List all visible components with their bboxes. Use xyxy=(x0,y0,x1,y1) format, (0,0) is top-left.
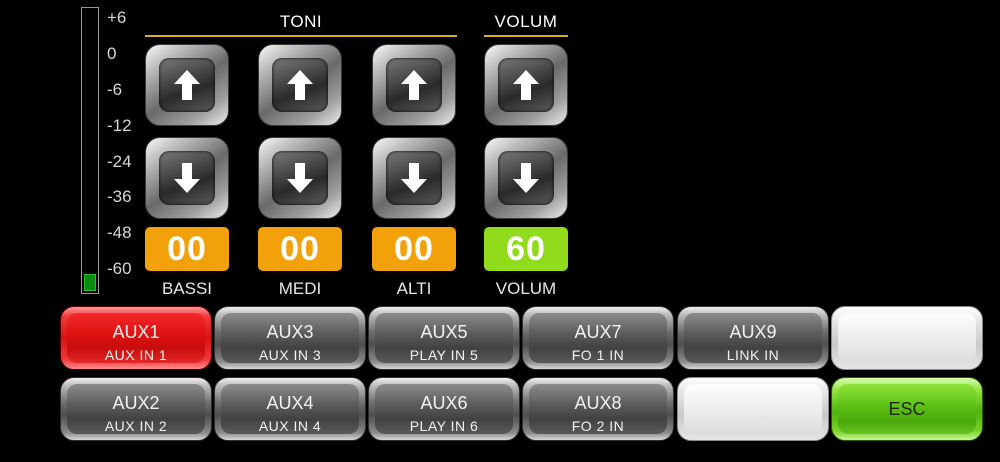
aux6-button[interactable]: AUX6 PLAY IN 6 xyxy=(368,377,520,441)
section-title-toni: TONI xyxy=(279,12,323,31)
aux7-name: AUX7 xyxy=(574,322,622,342)
meter-label-minus60: -60 xyxy=(107,259,132,278)
aux1-name: AUX1 xyxy=(112,322,160,342)
aux5-input: PLAY IN 5 xyxy=(409,347,479,363)
aux2-name: AUX2 xyxy=(112,393,160,413)
volum-label: VOLUM xyxy=(495,279,557,298)
arrow-down-icon xyxy=(401,163,427,193)
aux5-name: AUX5 xyxy=(420,322,468,342)
volum-down-button[interactable] xyxy=(484,137,568,219)
aux4-input: AUX IN 4 xyxy=(258,418,322,434)
aux7-input: FO 1 IN xyxy=(571,347,625,363)
arrow-up-icon xyxy=(401,70,427,100)
level-meter xyxy=(81,7,99,294)
bassi-label: BASSI xyxy=(161,279,213,298)
aux1-input: AUX IN 1 xyxy=(104,347,168,363)
meter-label-minus24: -24 xyxy=(107,152,132,171)
aux7-button[interactable]: AUX7 FO 1 IN xyxy=(522,306,674,370)
level-meter-fill xyxy=(84,274,96,291)
arrow-up-icon xyxy=(513,70,539,100)
arrow-up-icon xyxy=(174,70,200,100)
bassi-value: 00 xyxy=(145,227,229,271)
aux3-input: AUX IN 3 xyxy=(258,347,322,363)
alti-down-button[interactable] xyxy=(372,137,456,219)
aux2-input: AUX IN 2 xyxy=(104,418,168,434)
volum-value: 60 xyxy=(484,227,568,271)
aux3-button[interactable]: AUX3 AUX IN 3 xyxy=(214,306,366,370)
section-title-volum: VOLUM xyxy=(494,12,558,31)
aux8-name: AUX8 xyxy=(574,393,622,413)
medi-value: 00 xyxy=(258,227,342,271)
meter-label-plus6: +6 xyxy=(107,8,127,27)
arrow-down-icon xyxy=(174,163,200,193)
aux2-button[interactable]: AUX2 AUX IN 2 xyxy=(60,377,212,441)
section-underline-volum xyxy=(484,35,568,37)
aux4-button[interactable]: AUX4 AUX IN 4 xyxy=(214,377,366,441)
aux9-name: AUX9 xyxy=(729,322,777,342)
aux9-button[interactable]: AUX9 LINK IN xyxy=(677,306,829,370)
aux3-name: AUX3 xyxy=(266,322,314,342)
aux9-input: LINK IN xyxy=(726,347,780,363)
aux6-input: PLAY IN 6 xyxy=(409,418,479,434)
alti-label: ALTI xyxy=(396,279,432,298)
aux1-button[interactable]: AUX1 AUX IN 1 xyxy=(60,306,212,370)
alti-value: 00 xyxy=(372,227,456,271)
meter-label-minus48: -48 xyxy=(107,223,132,242)
section-underline-toni xyxy=(145,35,457,37)
esc-button[interactable]: ESC xyxy=(831,377,983,441)
meter-label-minus12: -12 xyxy=(107,116,132,135)
bassi-up-button[interactable] xyxy=(145,44,229,126)
aux8-input: FO 2 IN xyxy=(571,418,625,434)
volum-up-button[interactable] xyxy=(484,44,568,126)
aux6-name: AUX6 xyxy=(420,393,468,413)
arrow-down-icon xyxy=(513,163,539,193)
bassi-down-button[interactable] xyxy=(145,137,229,219)
aux5-button[interactable]: AUX5 PLAY IN 5 xyxy=(368,306,520,370)
meter-label-minus6: -6 xyxy=(107,80,123,99)
esc-label: ESC xyxy=(888,399,926,419)
aux8-button[interactable]: AUX8 FO 2 IN xyxy=(522,377,674,441)
alti-up-button[interactable] xyxy=(372,44,456,126)
medi-up-button[interactable] xyxy=(258,44,342,126)
aux4-name: AUX4 xyxy=(266,393,314,413)
arrow-up-icon xyxy=(287,70,313,100)
blank-button-top[interactable] xyxy=(831,306,983,370)
meter-label-0: 0 xyxy=(107,44,117,63)
arrow-down-icon xyxy=(287,163,313,193)
medi-down-button[interactable] xyxy=(258,137,342,219)
blank-button-bottom[interactable] xyxy=(677,377,829,441)
medi-label: MEDI xyxy=(278,279,322,298)
meter-label-minus36: -36 xyxy=(107,187,132,206)
